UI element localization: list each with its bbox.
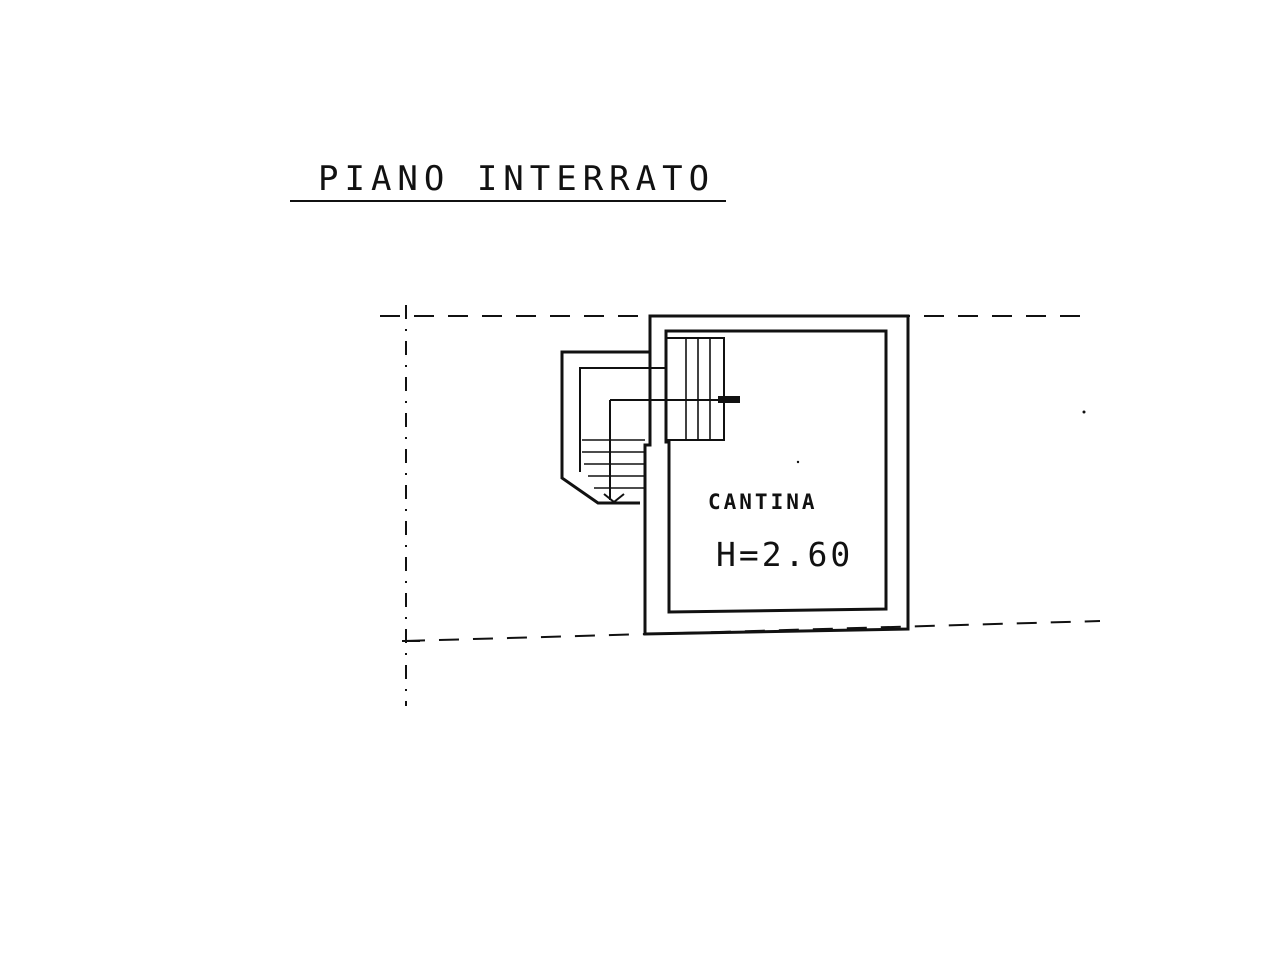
outer-wall — [643, 314, 910, 636]
room-height: H=2.60 — [716, 535, 853, 574]
room-labels: CANTINA H=2.60 — [708, 490, 853, 574]
inner-wall — [664, 329, 888, 614]
stair-flight-outline — [666, 337, 725, 441]
stair-inner-wall — [579, 367, 666, 472]
plan-title: PIANO INTERRATO — [318, 159, 715, 199]
room-name: CANTINA — [708, 490, 818, 514]
staircase — [560, 337, 740, 505]
plan-title-group: PIANO INTERRATO — [290, 159, 726, 202]
cellar-walls — [643, 314, 910, 636]
boundary-mark-dot — [1082, 410, 1086, 414]
stair-post-icon — [718, 396, 740, 403]
marker-dot — [796, 460, 800, 464]
stair-direction-arrow-icon — [603, 493, 625, 504]
stair-outer-wall — [560, 350, 650, 505]
